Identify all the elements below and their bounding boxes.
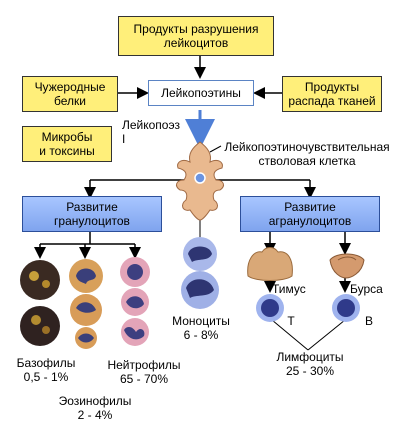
label-eosinophils: Эозинофилы 2 - 4% [58,394,132,422]
thymus-illustration [247,247,293,281]
stem-cell-nucleus [194,172,206,184]
label-leukopoiesis: Лейкопоэз I [122,118,180,146]
label-monocytes: Моноциты 6 - 8% [172,314,230,342]
top-box-leukocyte-breakdown: Продукты разрушения лейкоцитов [118,16,274,56]
neutrophil-cells [120,257,150,346]
box-foreign-proteins: Чужеродные белки [22,76,118,112]
label-thymus: Тимус [272,282,306,296]
label-neutrophils: Нейтрофилы 65 - 70% [107,358,181,386]
box-leukopoietins: Лейкопоэтины [148,80,254,106]
box-agranulocytes: Развитие агранулоцитов [240,196,380,232]
label-bursa: Бурса [350,282,383,296]
bursa-illustration [329,253,365,279]
stem-cell-pointer [209,145,222,153]
box-granulocytes: Развитие гранулоцитов [22,196,162,232]
lymph-line-t [271,319,309,351]
basophil-cells [20,260,60,346]
monocyte-cells [181,237,219,309]
label-lymphocytes: Лимфоциты 25 - 30% [276,350,344,378]
lymph-line-b [307,319,346,351]
box-microbes: Микробы и токсины [22,126,112,162]
label-basophils: Базофилы 0,5 - 1% [16,356,76,384]
stem-cell-illustration [176,141,224,221]
label-stem-cell: Лейкопоэтиночувствительная стволовая кле… [224,140,390,168]
eosinophil-cells [69,259,103,349]
t-lymphocyte-cell [256,294,284,322]
box-tissue-products: Продукты распада тканей [282,76,382,112]
label-b: В [364,314,373,328]
b-lymphocyte-cell [332,294,360,322]
label-t: Т [287,314,295,328]
